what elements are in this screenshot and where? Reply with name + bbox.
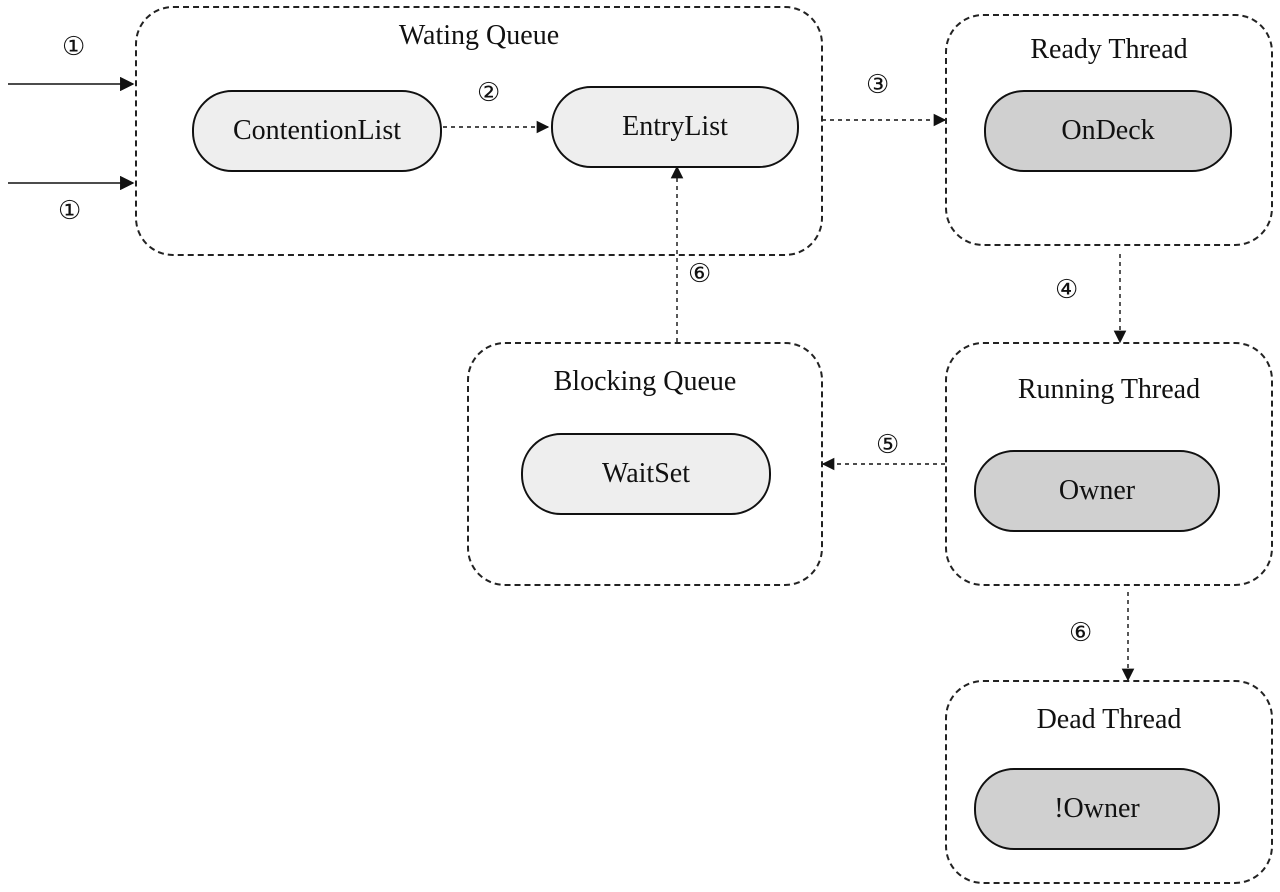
step-label-ready-to-running: ④ <box>1055 275 1079 305</box>
waiting-queue-group: Wating Queue <box>135 6 823 256</box>
step-label-contention-to-entry: ② <box>477 78 501 108</box>
ready-thread-group: Ready Thread <box>945 14 1273 246</box>
step-label-entry-bottom: ① <box>58 196 82 226</box>
running-thread-title: Running Thread <box>1017 374 1201 405</box>
step-label-entry-top: ① <box>62 32 86 62</box>
dead-thread-title: Dead Thread <box>1036 704 1182 735</box>
wait-set-node: WaitSet <box>521 433 771 515</box>
on-deck-node: OnDeck <box>984 90 1232 172</box>
not-owner-node: !Owner <box>974 768 1220 850</box>
waiting-queue-title: Wating Queue <box>398 20 560 51</box>
blocking-queue-group: Blocking Queue <box>467 342 823 586</box>
step-label-running-to-dead: ⑥ <box>1069 618 1093 648</box>
entry-list-node: EntryList <box>551 86 799 168</box>
blocking-queue-title: Blocking Queue <box>553 366 737 397</box>
step-label-entry-to-ondeck: ③ <box>866 70 890 100</box>
ready-thread-title: Ready Thread <box>1030 34 1188 65</box>
dead-thread-group: Dead Thread <box>945 680 1273 884</box>
owner-node: Owner <box>974 450 1220 532</box>
running-thread-group: Running Thread <box>945 342 1273 586</box>
step-label-running-to-blocking: ⑤ <box>876 430 900 460</box>
step-label-blocking-to-entry: ⑥ <box>688 259 712 289</box>
contention-list-node: ContentionList <box>192 90 442 172</box>
